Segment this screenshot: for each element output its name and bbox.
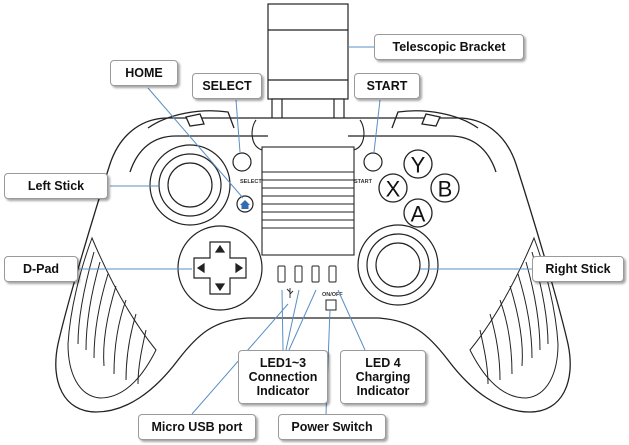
d-pad-graphic [177,225,263,311]
led-connection-label: LED1~3 Connection Indicator [238,350,328,404]
power-switch-label: Power Switch [278,414,386,440]
face-buttons [378,149,460,228]
select-label: SELECT [192,73,262,99]
start-print: START [354,179,373,185]
select-print: SELECT [240,179,262,185]
select-button-graphic [232,152,252,172]
b-button-letter: B [438,177,453,202]
on-off-print: ON/OFF [322,292,343,298]
left-grip [67,236,157,399]
a-button-letter: A [411,202,426,227]
power-switch-graphic [325,299,337,311]
center-clamp [251,119,365,256]
start-button-graphic [363,152,383,172]
home-label: HOME [110,60,178,86]
led-indicators [277,265,337,283]
led-charging-label: LED 4 Charging Indicator [340,350,426,404]
left-stick-graphic [149,144,231,226]
y-button-letter: Y [411,153,426,178]
usb-symbol-icon [286,288,294,298]
right-stick-graphic [357,224,439,306]
left-stick-label: Left Stick [4,173,108,199]
start-label: START [354,73,420,99]
d-pad-label: D-Pad [4,256,78,282]
telescopic-bracket-label: Telescopic Bracket [374,34,524,60]
micro-usb-port-label: Micro USB port [138,414,256,440]
x-button-letter: X [386,177,401,202]
right-stick-label: Right Stick [532,256,624,282]
home-button-graphic [236,195,254,213]
